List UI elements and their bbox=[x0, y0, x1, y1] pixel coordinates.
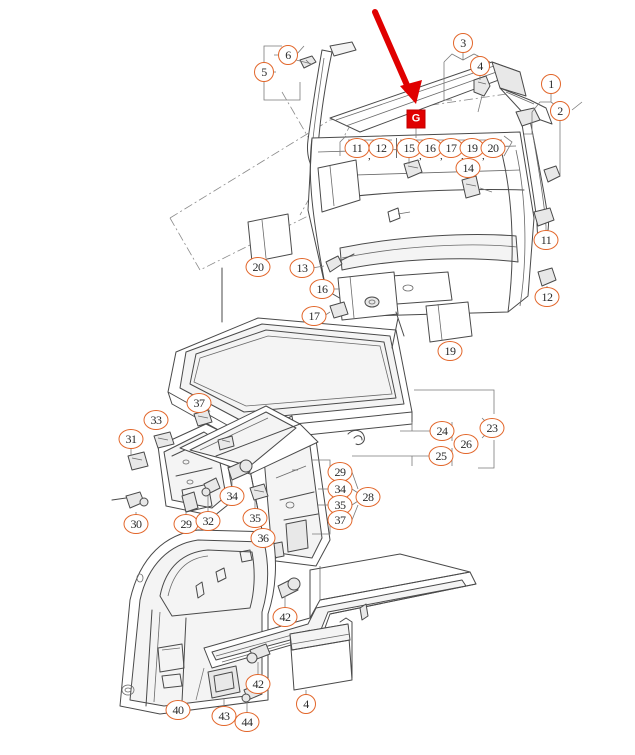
callout-comma-1: , bbox=[368, 150, 371, 162]
callout-42[interactable]: 42 bbox=[245, 674, 271, 694]
callout-37[interactable]: 37 bbox=[327, 510, 353, 530]
callout-16[interactable]: 16 bbox=[309, 279, 335, 299]
callout-12[interactable]: 12 bbox=[368, 138, 394, 158]
tailgate-trim-panel bbox=[307, 131, 535, 343]
callout-1[interactable]: 1 bbox=[541, 74, 561, 94]
callout-20[interactable]: 20 bbox=[480, 138, 506, 158]
callout-34[interactable]: 34 bbox=[327, 479, 353, 499]
callout-3[interactable]: 3 bbox=[453, 33, 473, 53]
detached-panel-20 bbox=[247, 213, 293, 263]
callout-30[interactable]: 30 bbox=[123, 514, 149, 534]
callout-28[interactable]: 28 bbox=[355, 487, 381, 507]
callout-5[interactable]: 5 bbox=[254, 62, 274, 82]
callout-comma-5: , bbox=[482, 150, 485, 162]
callout-44[interactable]: 44 bbox=[234, 712, 260, 732]
callout-34[interactable]: 34 bbox=[219, 486, 245, 506]
panel-fasteners bbox=[311, 159, 493, 319]
callout-24[interactable]: 24 bbox=[429, 421, 455, 441]
bottom-cover-4 bbox=[289, 617, 353, 694]
grommet-43 bbox=[207, 665, 241, 706]
callout-32[interactable]: 32 bbox=[195, 511, 221, 531]
callout-6[interactable]: 6 bbox=[278, 45, 298, 65]
callout-17[interactable]: 17 bbox=[301, 306, 327, 326]
callout-23[interactable]: 23 bbox=[479, 418, 505, 438]
callout-35[interactable]: 35 bbox=[242, 508, 268, 528]
highlight-arrow bbox=[372, 9, 422, 104]
highlight-marker-g[interactable]: G bbox=[406, 109, 426, 129]
callout-33[interactable]: 33 bbox=[143, 410, 169, 430]
callout-13[interactable]: 13 bbox=[289, 258, 315, 278]
callout-20[interactable]: 20 bbox=[245, 257, 271, 277]
callout-12[interactable]: 12 bbox=[534, 287, 560, 307]
callout-comma-3: , bbox=[440, 150, 443, 162]
parcel-shelf bbox=[167, 267, 413, 445]
wheel-arch-trim bbox=[119, 529, 276, 715]
callout-11[interactable]: 11 bbox=[533, 230, 559, 250]
callout-14[interactable]: 14 bbox=[455, 158, 481, 178]
callout-25[interactable]: 25 bbox=[428, 446, 454, 466]
callout-4[interactable]: 4 bbox=[470, 56, 490, 76]
callout-37[interactable]: 37 bbox=[186, 393, 212, 413]
callout-4[interactable]: 4 bbox=[296, 694, 316, 714]
callout-comma-2: , bbox=[419, 150, 422, 162]
callout-40[interactable]: 40 bbox=[165, 700, 191, 720]
callout-comma-4: , bbox=[461, 150, 464, 162]
callout-26[interactable]: 26 bbox=[453, 434, 479, 454]
callout-43[interactable]: 43 bbox=[211, 706, 237, 726]
callout-11[interactable]: 11 bbox=[344, 138, 370, 158]
callout-31[interactable]: 31 bbox=[118, 429, 144, 449]
upper-trim-group bbox=[299, 41, 561, 290]
callout-29[interactable]: 29 bbox=[173, 514, 199, 534]
callout-42[interactable]: 42 bbox=[272, 607, 298, 627]
callout-19[interactable]: 19 bbox=[437, 341, 463, 361]
callout-2[interactable]: 2 bbox=[550, 101, 570, 121]
callout-36[interactable]: 36 bbox=[250, 528, 276, 548]
